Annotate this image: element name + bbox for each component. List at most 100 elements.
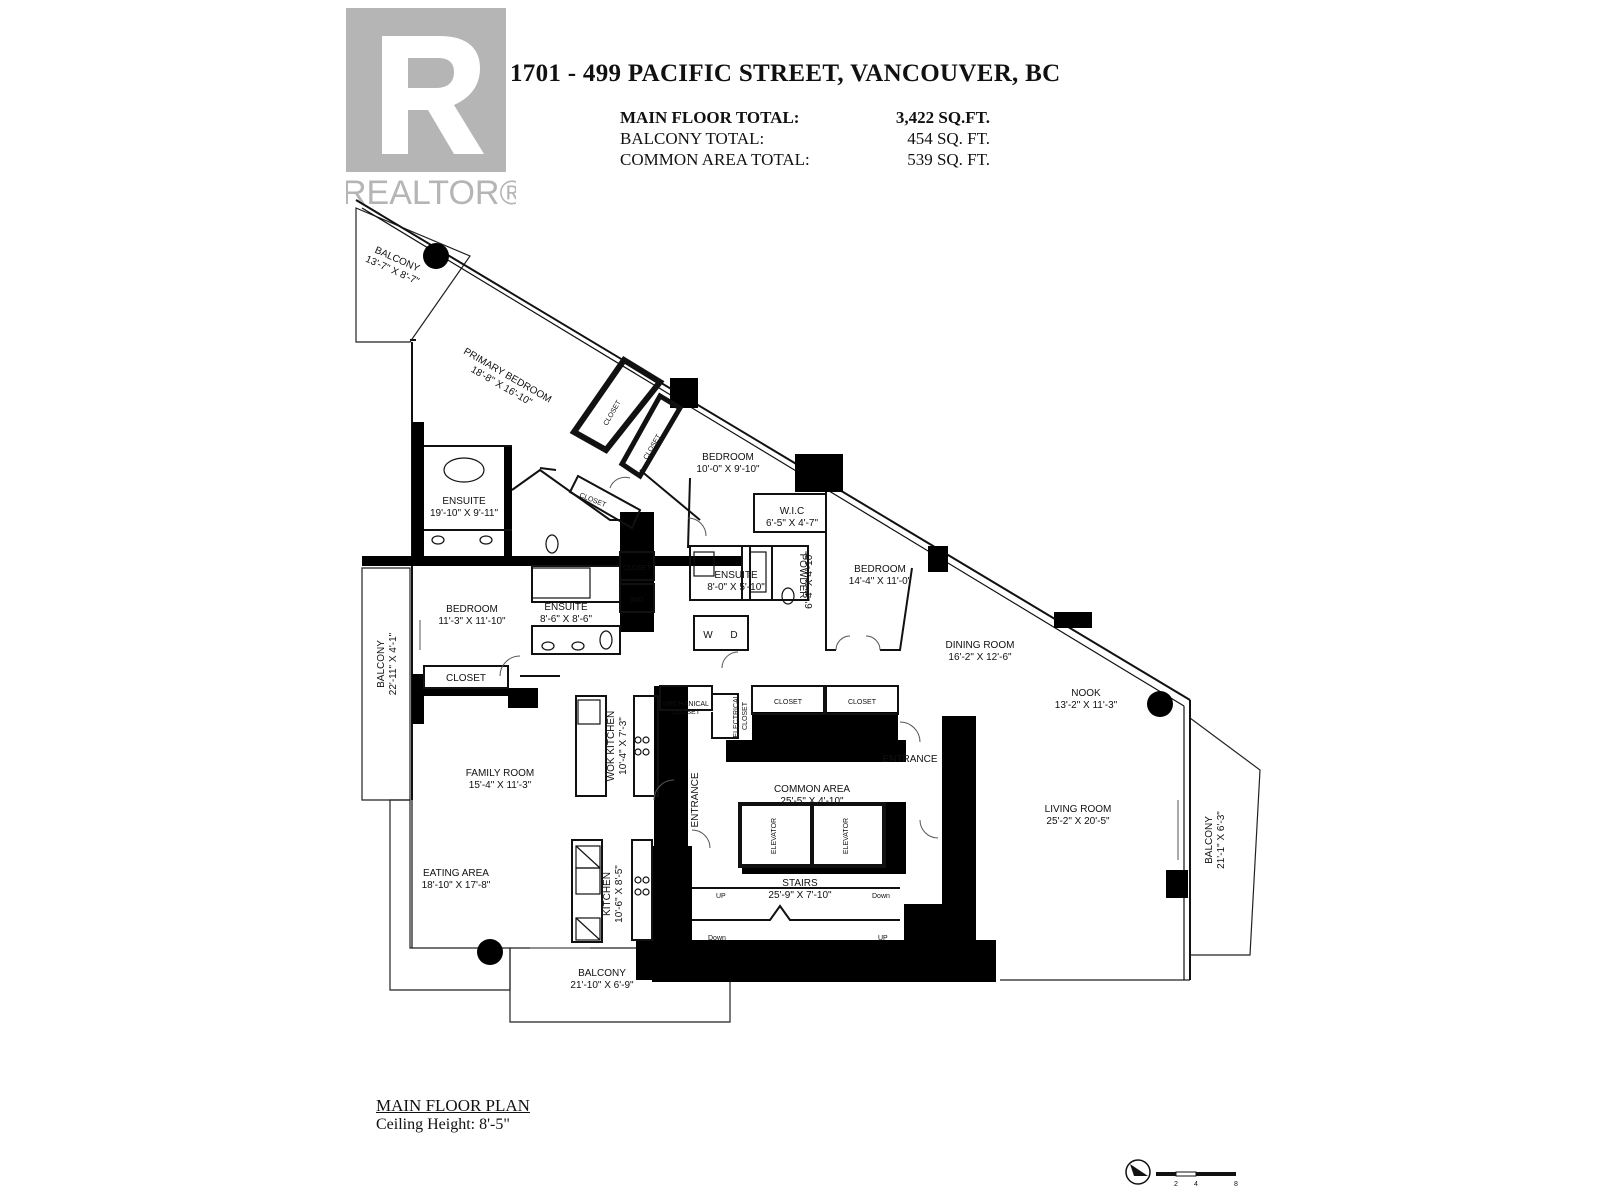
- svg-text:BEDROOM: BEDROOM: [854, 564, 906, 575]
- svg-text:25'-9" X 7'-10": 25'-9" X 7'-10": [768, 890, 832, 901]
- door-swings: [419, 476, 1179, 949]
- scale-tick: 8: [1234, 1181, 1238, 1188]
- fixtures: [431, 457, 795, 941]
- balcony-nw-label: BALCONY 13'-7" X 8'-7": [364, 245, 422, 288]
- electrical-closet-label: ELECTRICAL CLOSET: [733, 694, 749, 737]
- stair-up-label: UP: [716, 893, 726, 900]
- scale-tick: 2: [1174, 1181, 1178, 1188]
- svg-text:ELECTRICAL: ELECTRICAL: [733, 694, 740, 737]
- svg-text:REALTOR®: REALTOR®: [346, 174, 516, 208]
- svg-text:MECHANICAL: MECHANICAL: [663, 701, 709, 708]
- dryer-label: D: [730, 630, 737, 641]
- plan-title: MAIN FLOOR PLAN: [376, 1096, 530, 1115]
- ceiling-height: Ceiling Height: 8'-5": [376, 1116, 510, 1133]
- svg-text:13'-2" X 11'-3": 13'-2" X 11'-3": [1055, 700, 1118, 711]
- svg-text:NOOK: NOOK: [1071, 688, 1101, 699]
- svg-text:STAIRS: STAIRS: [782, 878, 818, 889]
- closet-label: CLOSET: [603, 399, 623, 427]
- scale-tick: 4: [1194, 1181, 1198, 1188]
- svg-text:6'-5" X 4'-7": 6'-5" X 4'-7": [766, 518, 819, 529]
- svg-text:DINING ROOM: DINING ROOM: [946, 640, 1015, 651]
- dining-room-label: DINING ROOM 16'-2" X 12'-6": [946, 640, 1015, 663]
- balcony-s-label: BALCONY 21'-10" X 6'-9": [570, 968, 634, 991]
- closet-label: CLOSET: [774, 699, 803, 706]
- balcony-e-label: BALCONY 21'-1" X 6'-3": [1204, 811, 1227, 869]
- columns: [423, 243, 1173, 965]
- svg-text:ENSUITE: ENSUITE: [714, 570, 758, 581]
- svg-text:BALCONY: BALCONY: [1204, 816, 1215, 864]
- svg-text:W.I.C: W.I.C: [780, 506, 804, 517]
- mechanical-closet-label: MECHANICAL CLOSET: [663, 701, 709, 716]
- kitchen-label: KITCHEN 10'-6" X 8'-5": [602, 865, 625, 923]
- realtor-logo: REALTOR®: [346, 8, 516, 208]
- room-labels: BALCONY 13'-7" X 8'-7" PRIMARY BEDROOM 1…: [364, 245, 1227, 991]
- elevator-label: ELEVATOR: [771, 818, 778, 854]
- washer-label: W: [703, 630, 713, 641]
- powder-label: POWDER: [797, 554, 808, 599]
- stair-down-label: Down: [872, 893, 890, 900]
- svg-text:ENSUITE: ENSUITE: [544, 602, 588, 613]
- svg-text:EATING AREA: EATING AREA: [423, 868, 489, 879]
- svg-text:21'-1" X 6'-3": 21'-1" X 6'-3": [1216, 811, 1227, 869]
- plan-caption: MAIN FLOOR PLAN Ceiling Height: 8'-5": [376, 1096, 530, 1134]
- svg-text:18'-10" X 17'-8": 18'-10" X 17'-8": [422, 880, 491, 891]
- stair-up-label: UP: [878, 935, 888, 942]
- svg-text:KITCHEN: KITCHEN: [602, 872, 613, 916]
- wic-label: W.I.C 6'-5" X 4'-7": [766, 506, 819, 529]
- bedroom-2-label: BEDROOM 10'-0" X 9'-10": [696, 452, 760, 475]
- bedroom-4-label: BEDROOM 11'-3" X 11'-10": [438, 604, 506, 627]
- svg-text:19'-10" X 9'-11": 19'-10" X 9'-11": [430, 508, 498, 519]
- stair-down-label: Down: [708, 935, 726, 942]
- balcony-outlines: [355, 207, 1261, 1023]
- scale-bar: 2 4 8: [1156, 1171, 1238, 1188]
- living-room-label: LIVING ROOM 25'-2" X 20'-5": [1045, 804, 1112, 827]
- svg-text:10'-0" X 9'-10": 10'-0" X 9'-10": [696, 464, 760, 475]
- toilet-icon: [599, 630, 613, 650]
- svg-text:11'-3" X 11'-10": 11'-3" X 11'-10": [438, 616, 506, 627]
- bedroom-3-label: BEDROOM 14'-4" X 11'-0": [849, 564, 912, 587]
- svg-text:ENSUITE: ENSUITE: [442, 496, 486, 507]
- svg-text:WOK KITCHEN: WOK KITCHEN: [606, 711, 617, 782]
- common-area-label: COMMON AREA 25'-5" X 4'-10": [774, 784, 850, 807]
- svg-text:FAMILY ROOM: FAMILY ROOM: [466, 768, 535, 779]
- entrance-label: ENTRANCE: [690, 772, 701, 827]
- svg-text:BALCONY: BALCONY: [578, 968, 626, 979]
- svg-text:25'-2" X 20'-5": 25'-2" X 20'-5": [1046, 816, 1110, 827]
- ensuite-2-label: ENSUITE 8'-6" X 8'-6": [540, 602, 593, 625]
- family-room-label: FAMILY ROOM 15'-4" X 11'-3": [466, 768, 535, 791]
- svg-text:LIVING ROOM: LIVING ROOM: [1045, 804, 1112, 815]
- svg-text:8'-0" X 5'-10": 8'-0" X 5'-10": [707, 582, 765, 593]
- svg-text:BEDROOM: BEDROOM: [446, 604, 498, 615]
- svg-text:BALCONY: BALCONY: [376, 640, 387, 688]
- svg-text:22'-11" X 4'-1": 22'-11" X 4'-1": [388, 632, 399, 695]
- eating-area-label: EATING AREA 18'-10" X 17'-8": [422, 868, 491, 891]
- svg-text:21'-10" X 6'-9": 21'-10" X 6'-9": [570, 980, 634, 991]
- elevator-label: ELEVATOR: [843, 818, 850, 854]
- svg-text:8'-6" X 8'-6": 8'-6" X 8'-6": [540, 614, 593, 625]
- stairs-label: STAIRS 25'-9" X 7'-10": [768, 878, 832, 901]
- svg-text:16'-2" X 12'-6": 16'-2" X 12'-6": [948, 652, 1012, 663]
- svg-text:10'-6" X 8'-5": 10'-6" X 8'-5": [614, 865, 625, 923]
- powder-dims: 6'-4" X 4'-10": [804, 551, 815, 609]
- balcony-w-label: BALCONY 22'-11" X 4'-1": [376, 632, 399, 695]
- closet-label: CLOSET: [446, 673, 486, 684]
- property-address: 1701 - 499 PACIFIC STREET, VANCOUVER, BC: [510, 60, 1061, 87]
- primary-bedroom-label: PRIMARY BEDROOM 18'-8" X 16'-10": [461, 346, 553, 408]
- wok-kitchen-label: WOK KITCHEN 10'-4" X 7'-3": [606, 711, 629, 782]
- entrance-label: ENTRANCE: [882, 754, 937, 765]
- svg-text:CLOSET: CLOSET: [742, 701, 749, 730]
- nook-label: NOOK 13'-2" X 11'-3": [1055, 688, 1118, 711]
- ensuite-3-label: ENSUITE 8'-0" X 5'-10": [707, 570, 765, 593]
- svg-text:15'-4" X 11'-3": 15'-4" X 11'-3": [469, 780, 532, 791]
- interior-walls: [423, 355, 913, 943]
- svg-text:COMMON AREA: COMMON AREA: [774, 784, 850, 795]
- svg-text:14'-4" X 11'-0": 14'-4" X 11'-0": [849, 576, 912, 587]
- north-arrow-icon: [1125, 1159, 1151, 1185]
- ensuite-1-label: ENSUITE 19'-10" X 9'-11": [430, 496, 498, 519]
- svg-text:BEDROOM: BEDROOM: [702, 452, 754, 463]
- bathtub-icon: [443, 457, 485, 483]
- closet-label: CLOSET: [848, 699, 877, 706]
- svg-text:CLOSET: CLOSET: [672, 709, 701, 716]
